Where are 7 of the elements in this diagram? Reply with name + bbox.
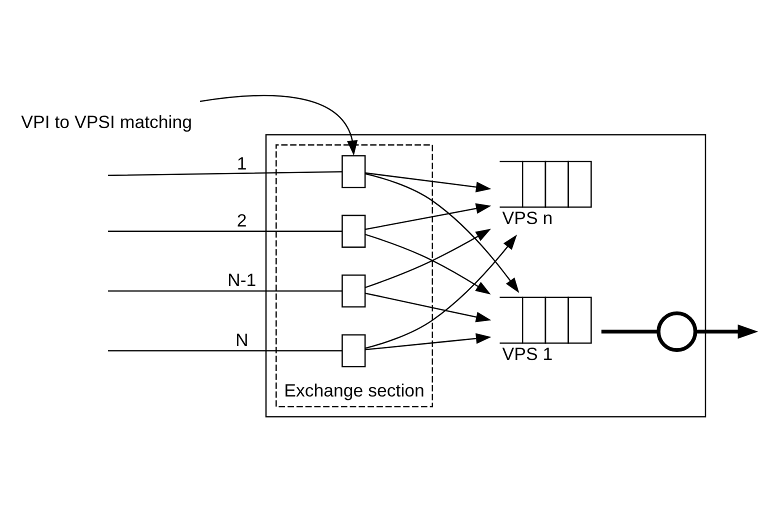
edge-label: 1 — [236, 152, 247, 173]
edge-label: N — [235, 329, 248, 350]
node-label: VPS n — [502, 207, 553, 228]
node-label: VPS 1 — [502, 343, 553, 364]
edge-label: 2 — [236, 210, 247, 230]
node-text: VPI to VPSI matching — [21, 112, 192, 132]
edge-label: N-1 — [228, 270, 256, 290]
